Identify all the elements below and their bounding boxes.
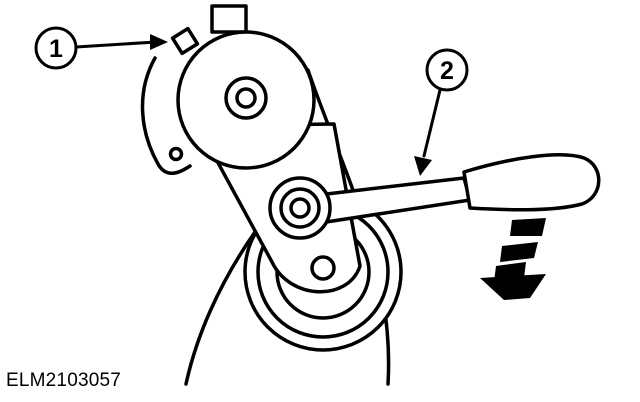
figure-code: ELM2103057 xyxy=(6,370,122,391)
index-pointer xyxy=(170,26,200,56)
bracket-hole xyxy=(168,146,184,162)
arm-bolt xyxy=(310,255,336,281)
rotation-direction-arrow xyxy=(480,218,546,300)
callout-2 xyxy=(414,48,469,176)
belt-left-strand xyxy=(184,230,257,386)
callout-1-label: 1 xyxy=(49,35,63,63)
tensioner-body xyxy=(176,30,316,170)
mounting-bracket xyxy=(140,56,192,175)
tensioner-top-tab xyxy=(210,4,248,34)
callout-1 xyxy=(34,26,168,70)
wrench xyxy=(268,153,601,240)
callout-2-label: 2 xyxy=(440,57,454,85)
